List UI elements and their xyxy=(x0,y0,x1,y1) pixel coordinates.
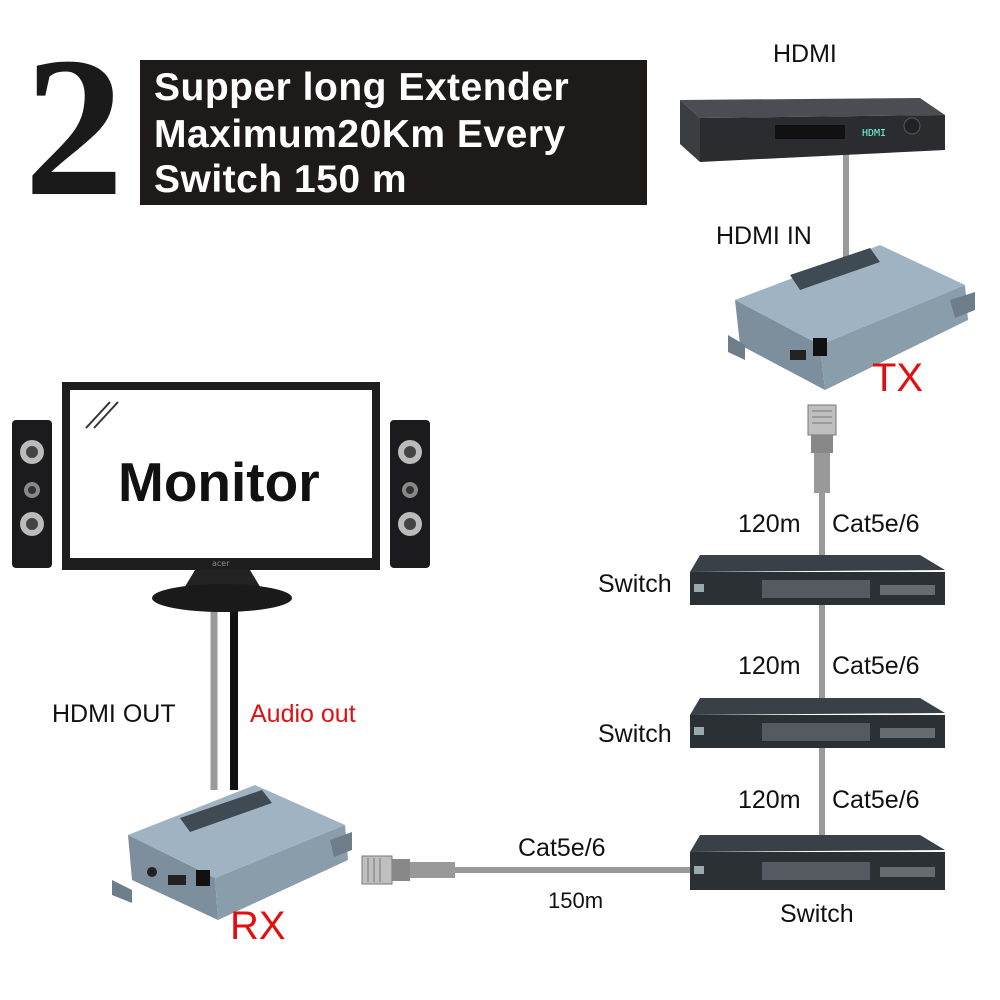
left-speaker xyxy=(12,420,52,568)
source-label: HDMI xyxy=(773,40,837,68)
title-line-2: Maximum20Km Every xyxy=(154,113,566,156)
monitor-label: Monitor xyxy=(118,451,320,513)
switch-1-device xyxy=(690,555,945,605)
right-speaker xyxy=(390,420,430,568)
tx-extender-device xyxy=(728,245,975,390)
monitor-device: acer xyxy=(62,382,380,612)
switch-2-label: Switch xyxy=(598,720,672,748)
switch-3-label: Switch xyxy=(780,900,854,928)
step-number: 2 xyxy=(24,17,124,238)
switch-3-device xyxy=(690,835,945,890)
rx-link-cable: Cat5e/6 xyxy=(518,834,606,862)
source-player-device: HDMI xyxy=(680,98,945,162)
audio-out-label: Audio out xyxy=(250,700,356,728)
tx-label: TX xyxy=(872,356,924,400)
link-3-distance: 120m xyxy=(738,786,801,814)
rx-label: RX xyxy=(230,904,286,948)
switch-1-label: Switch xyxy=(598,570,672,598)
switch-2-device xyxy=(690,698,945,748)
link-2-distance: 120m xyxy=(738,652,801,680)
link-1-distance: 120m xyxy=(738,510,801,538)
title-line-1: Supper long Extender xyxy=(154,66,570,109)
link-2-cable: Cat5e/6 xyxy=(832,652,920,680)
svg-text:HDMI: HDMI xyxy=(862,128,886,139)
link-3-cable: Cat5e/6 xyxy=(832,786,920,814)
rj45-connector-rx xyxy=(361,855,455,885)
svg-text:acer: acer xyxy=(212,559,230,568)
rx-link-distance: 150m xyxy=(548,888,604,913)
tx-input-label: HDMI IN xyxy=(716,222,812,250)
rj45-connector-tx xyxy=(807,404,837,493)
link-1-cable: Cat5e/6 xyxy=(832,510,920,538)
title-line-3: Switch 150 m xyxy=(154,158,408,201)
hdmi-out-label: HDMI OUT xyxy=(52,700,176,728)
rx-extender-device xyxy=(112,785,352,920)
title-box xyxy=(140,60,647,205)
